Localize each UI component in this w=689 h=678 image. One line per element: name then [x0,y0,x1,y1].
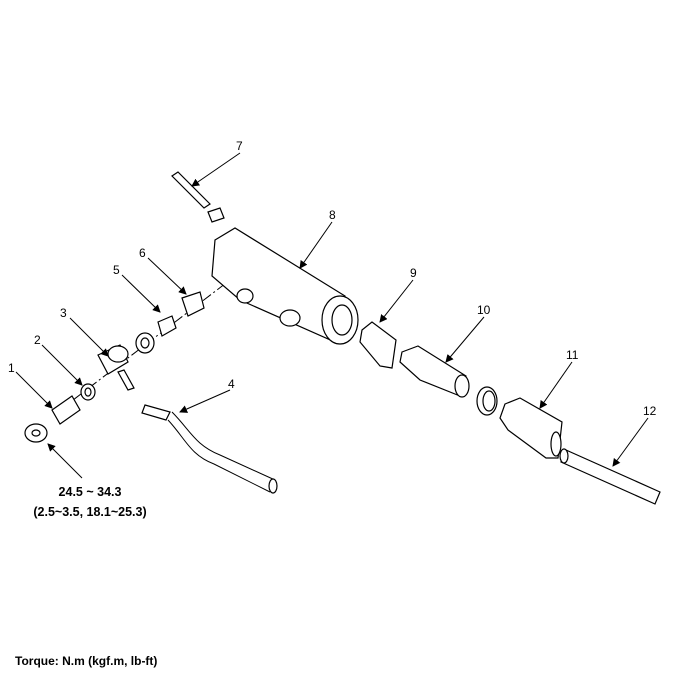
callout-6: 6 [139,246,146,260]
part-6-bleeder [181,291,205,317]
callout-1: 1 [8,361,15,375]
callout-4: 4 [228,377,235,391]
callout-12: 12 [643,404,657,418]
part-9-boot [359,321,397,369]
leader-lines [15,152,649,479]
callout-3: 3 [60,306,67,320]
torque-spec-nm: 24.5 ~ 34.3 [58,485,122,499]
part-10-piston [399,345,470,398]
callout-5: 5 [113,263,120,277]
part-7-bleed-plug [171,171,225,223]
snap-ring [476,386,498,416]
part-4-hose-pipe [141,404,278,494]
part-2-washer [80,383,96,401]
part-11-dust-boot [499,397,563,459]
callout-2: 2 [34,333,41,347]
callout-9: 9 [410,266,417,280]
part-1-eye-bolt [24,395,81,443]
callout-7: 7 [236,139,243,153]
part-12-push-rod [559,448,661,505]
part-5-nut [135,315,177,354]
callout-11: 11 [566,348,579,362]
callout-8: 8 [329,208,336,222]
part-8-cylinder-body [211,227,359,345]
torque-units-label: Torque: N.m (kgf.m, lb-ft) [15,654,158,668]
callout-10: 10 [477,303,491,317]
torque-spec-other-units: (2.5~3.5, 18.1~25.3) [33,505,147,519]
